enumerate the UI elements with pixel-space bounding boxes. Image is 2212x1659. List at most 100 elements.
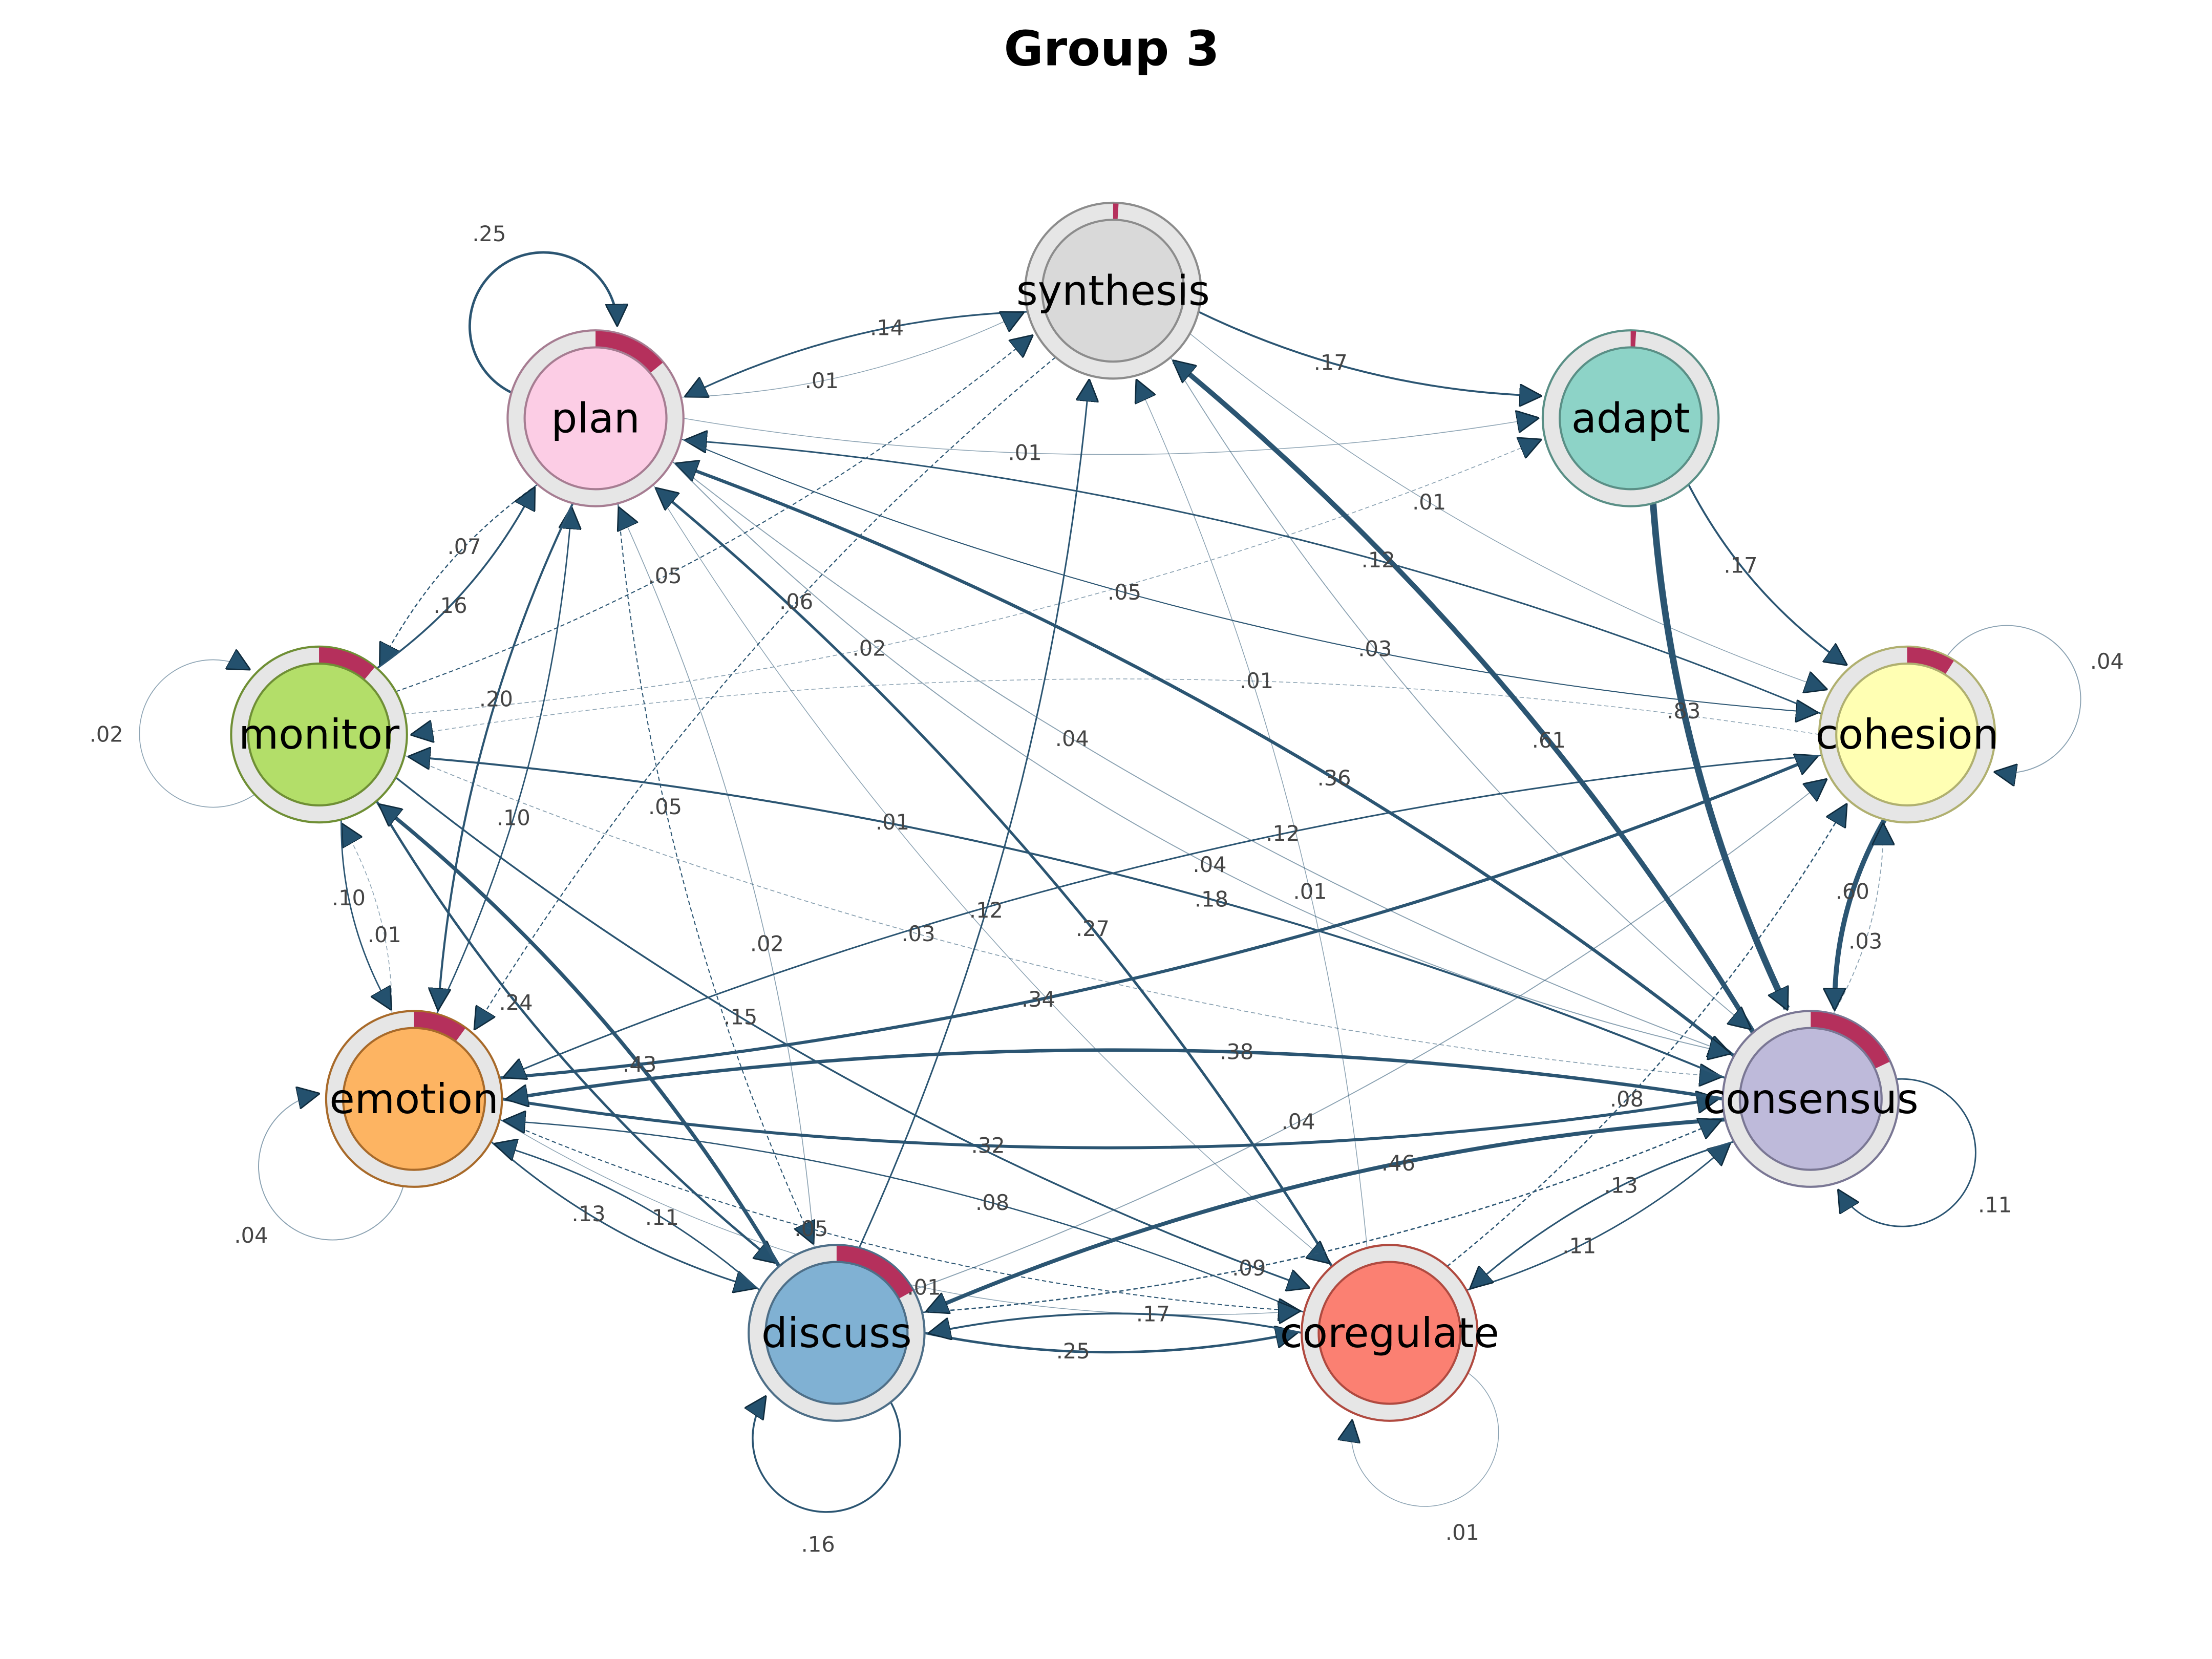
node-label: coregulate (1280, 1309, 1499, 1357)
edge-adapt-to-cohesion (1687, 484, 1846, 664)
edge-plan-to-synthesis (680, 313, 1023, 398)
edge-plan-to-discuss (617, 503, 813, 1242)
edge-label: .02 (90, 721, 123, 747)
edge-label: .12 (1362, 547, 1395, 572)
edge-synthesis-to-adapt (1198, 311, 1540, 396)
edge-label: .05 (794, 1216, 828, 1241)
edge-consensus-to-discuss (928, 1117, 1726, 1311)
edge-plan-to-adapt (683, 418, 1537, 455)
graph-title: Group 3 (1004, 21, 1220, 77)
edge-label: .16 (801, 1532, 835, 1557)
node-core (1835, 662, 1980, 806)
edge-monitor-to-plan (376, 489, 534, 669)
edge-label: .61 (1532, 728, 1566, 753)
edge-coregulate-to-emotion (505, 1121, 1305, 1313)
edge-discuss-to-monitor (380, 805, 781, 1268)
edge-plan-to-emotion (438, 502, 574, 1009)
node-pie-arc (1810, 1011, 1890, 1069)
edge-label: .08 (1610, 1087, 1644, 1112)
edge-label: .02 (853, 635, 886, 661)
node-core (1041, 219, 1185, 363)
edge-label: .04 (1055, 726, 1089, 751)
edge-emotion-to-consensus (501, 1099, 1717, 1150)
edge-synthesis-to-cohesion (1189, 333, 1825, 689)
edge-monitor-to-adapt (404, 440, 1540, 715)
edge-plan-to-cohesion (680, 438, 1816, 712)
edge-plan-to-consensus (672, 461, 1729, 1053)
node-synthesis[interactable]: synthesis (1016, 201, 1210, 380)
edge-monitor-to-consensus (404, 755, 1720, 1077)
edge-label: .24 (499, 990, 533, 1015)
edge-label: .11 (1562, 1233, 1596, 1258)
edge-label: .01 (1445, 1520, 1479, 1545)
edge-adapt-to-consensus (1650, 503, 1790, 1009)
node-adapt[interactable]: adapt (1541, 329, 1720, 507)
node-consensus[interactable]: consensus (1703, 1010, 1919, 1188)
edge-consensus-to-synthesis (1174, 361, 1756, 1034)
node-monitor[interactable]: monitor (230, 645, 408, 824)
edge-consensus-to-monitor (410, 757, 1726, 1079)
edge-emotion-to-cohesion (499, 757, 1816, 1080)
edge-label: .15 (724, 1005, 757, 1030)
node-coregulate[interactable]: coregulate (1280, 1244, 1499, 1422)
node-cohesion[interactable]: cohesion (1816, 645, 1999, 824)
edge-monitor-to-monitor (139, 660, 255, 808)
edge-label: .34 (1022, 987, 1055, 1012)
edge-synthesis-to-plan (687, 311, 1028, 396)
edge-label: .10 (497, 805, 530, 830)
edge-label: .04 (2090, 649, 2124, 674)
edge-plan-to-plan (469, 251, 617, 394)
node-label: plan (551, 394, 640, 442)
edge-discuss-to-synthesis (858, 381, 1089, 1248)
edge-label: .20 (479, 686, 513, 711)
nodes-layer: synthesis adapt cohesion consensus coregulat… (230, 201, 1999, 1422)
edge-label: .25 (472, 221, 506, 246)
edge-coregulate-to-coregulate (1351, 1372, 1499, 1507)
node-label: discuss (761, 1309, 912, 1357)
edge-label: .05 (1108, 580, 1141, 605)
edge-coregulate-to-cohesion (1447, 805, 1846, 1267)
edge-coregulate-to-synthesis (1137, 381, 1368, 1248)
node-pie-arc (836, 1245, 913, 1299)
edge-label: .12 (969, 898, 1003, 923)
edge-coregulate-to-plan (657, 489, 1333, 1267)
edge-label: .07 (448, 534, 481, 559)
node-emotion[interactable]: emotion (325, 1010, 503, 1188)
node-core (247, 662, 391, 806)
edge-label: .83 (1667, 698, 1700, 724)
edge-label: .32 (971, 1133, 1005, 1158)
node-label: emotion (329, 1075, 499, 1123)
edge-labels-layer: .25.02.04.04.11.16.01.14.01.17.01.05.12.… (90, 221, 2124, 1557)
edge-label: .01 (1412, 490, 1446, 515)
node-label: consensus (1703, 1075, 1919, 1123)
node-core (764, 1261, 909, 1405)
node-label: adapt (1571, 394, 1690, 442)
node-label: synthesis (1016, 266, 1210, 314)
edge-label: .12 (1266, 821, 1300, 846)
edge-emotion-to-monitor (343, 825, 393, 1014)
node-core (1738, 1027, 1883, 1171)
edge-discuss-to-coregulate (924, 1333, 1296, 1354)
node-discuss[interactable]: discuss (748, 1244, 926, 1422)
edge-emotion-to-coregulate (499, 1119, 1299, 1311)
edge-label: .05 (648, 563, 682, 588)
edge-label: .13 (1604, 1173, 1638, 1198)
edge-label: .11 (645, 1205, 679, 1230)
edge-label: .17 (1724, 552, 1758, 578)
edge-consensus-to-plan (677, 464, 1735, 1057)
edge-label: .01 (368, 922, 401, 947)
edge-consensus-to-emotion (507, 1048, 1724, 1099)
edge-discuss-to-plan (620, 509, 815, 1248)
node-plan[interactable]: plan (506, 329, 685, 507)
edge-label: .36 (1317, 765, 1351, 791)
edge-label: .27 (1076, 916, 1110, 941)
edge-monitor-to-discuss (375, 800, 775, 1262)
edge-cohesion-to-cohesion (1946, 625, 2081, 773)
edge-label: .43 (623, 1052, 656, 1077)
edge-label: .60 (1836, 879, 1869, 904)
node-core (523, 346, 668, 491)
node-label: cohesion (1816, 710, 1999, 758)
edge-monitor-to-emotion (341, 819, 390, 1009)
edge-label: .01 (907, 1274, 941, 1300)
edge-discuss-to-emotion (496, 1144, 760, 1291)
